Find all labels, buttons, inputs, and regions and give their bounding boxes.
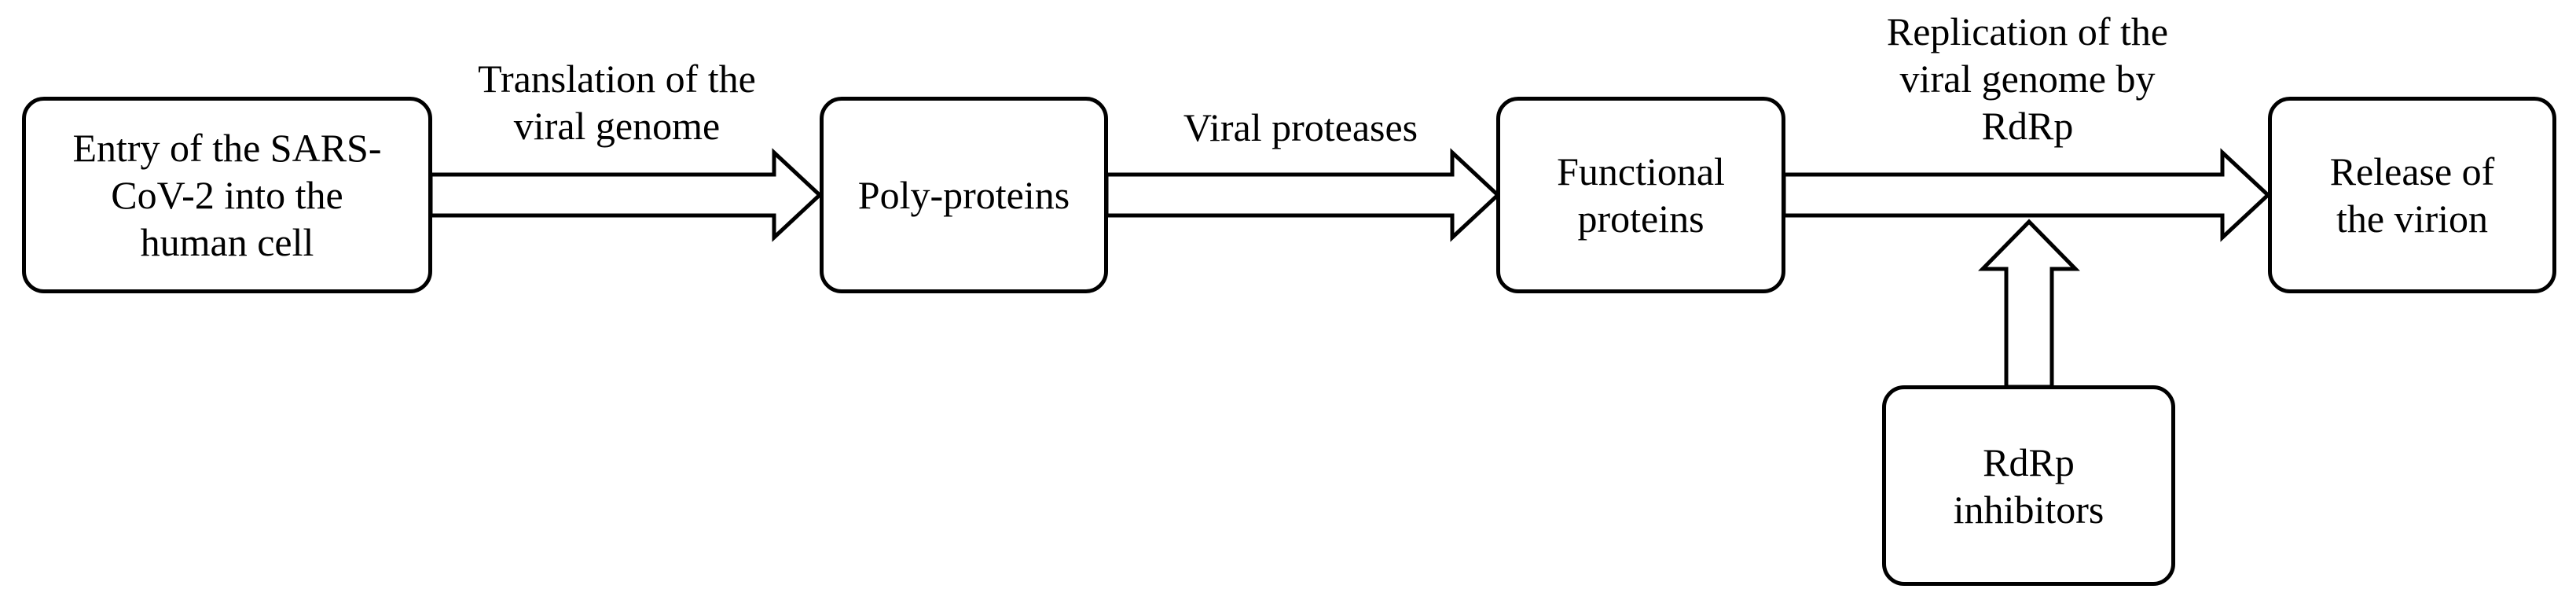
edge-label-proteases: Viral proteases	[1183, 105, 1418, 149]
node-entry: Entry of the SARS- CoV-2 into the human …	[22, 97, 432, 293]
node-functional-proteins: Functional proteins	[1496, 97, 1785, 293]
node-rdrp-inhibitors: RdRp inhibitors	[1882, 385, 2175, 586]
arrow-inhibitors-to-replication	[1978, 219, 2080, 389]
arrow-entry-to-polyproteins	[428, 148, 823, 242]
arrow-functional-to-release	[1782, 148, 2271, 242]
node-release-virion: Release of the virion	[2268, 97, 2556, 293]
edge-label-translation: Translation of the viral genome	[478, 57, 756, 148]
arrow-polyproteins-to-functional	[1104, 148, 1501, 242]
edge-label-replication: Replication of the viral genome by RdRp	[1886, 9, 2169, 148]
node-polyproteins: Poly-proteins	[820, 97, 1108, 293]
